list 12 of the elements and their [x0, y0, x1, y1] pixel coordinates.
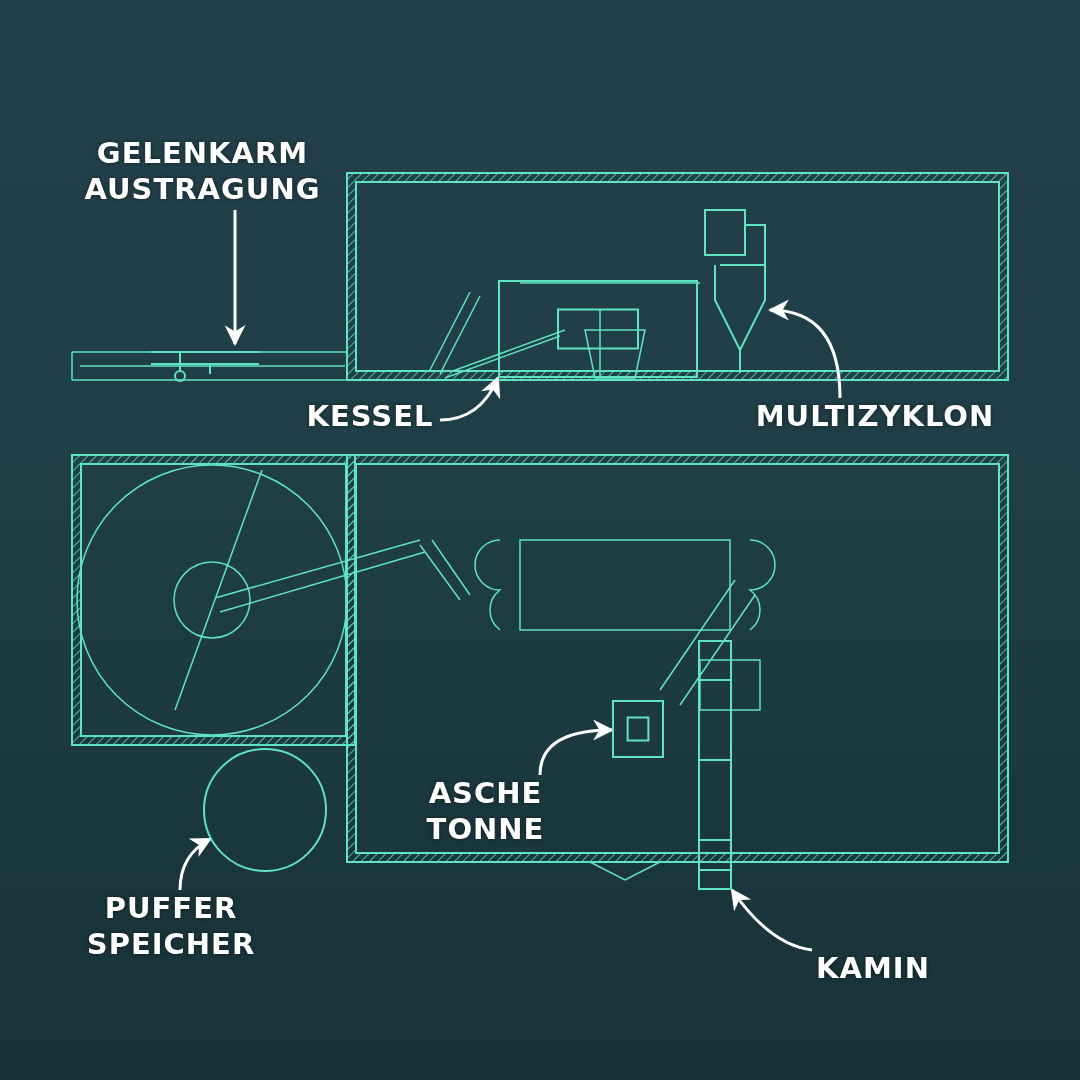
callout-label: GELENKARM AUSTRAGUNG [80, 135, 325, 207]
callout-label: KAMIN [812, 950, 934, 986]
leader-arrow [224, 210, 246, 347]
callout-label: ASCHE TONNE [418, 775, 553, 847]
leader-arrow [767, 300, 842, 399]
leader-arrow [538, 720, 615, 776]
leader-arrow [439, 376, 500, 422]
leader-arrow [730, 888, 813, 952]
callout-label: MULTIZYKLON [746, 398, 1004, 434]
callout-label: PUFFER SPEICHER [86, 890, 256, 962]
callout-label: KESSEL [300, 398, 440, 434]
leader-arrow [178, 837, 212, 891]
